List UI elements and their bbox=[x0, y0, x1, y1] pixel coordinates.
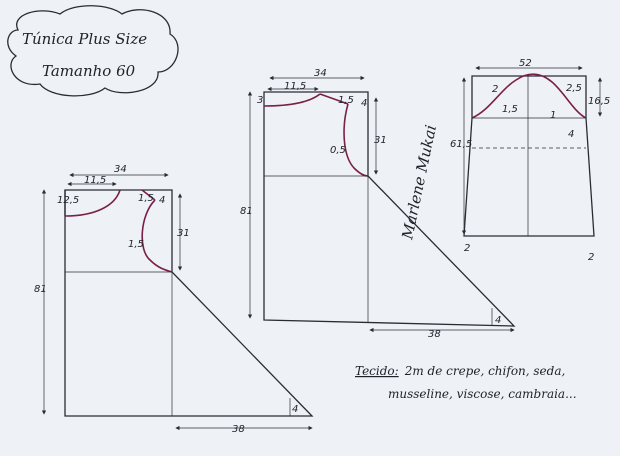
sleeve-cap-curve-label: 1,5 bbox=[502, 104, 518, 115]
fabric-line2: musseline, viscose, cambraia... bbox=[388, 387, 577, 401]
front-piece: 34 11,5 1,5 4 12,5 31 1,5 81 38 4 bbox=[34, 164, 314, 435]
sleeve-left-offset-label: 2 bbox=[492, 84, 498, 95]
sleeve-elbow-offset-label: 4 bbox=[568, 129, 574, 140]
back-armhole-curve bbox=[343, 103, 369, 177]
sleeve-cap-curve bbox=[471, 73, 587, 119]
front-armhole-depth-label: 31 bbox=[177, 228, 190, 239]
title-line2: Tamanho 60 bbox=[42, 62, 136, 80]
back-hem-label: 38 bbox=[428, 329, 441, 340]
back-neck-label: 11,5 bbox=[284, 81, 306, 92]
back-shoulder-label: 1,5 bbox=[338, 95, 354, 106]
front-neck-curve bbox=[64, 189, 121, 217]
front-shoulder-label: 1,5 bbox=[138, 193, 154, 204]
back-width-label: 34 bbox=[314, 68, 327, 79]
sleeve-bottom-left-label: 2 bbox=[464, 243, 470, 254]
title-line1: Túnica Plus Size bbox=[22, 30, 147, 48]
front-armhole-curve bbox=[141, 199, 173, 273]
back-neck-depth-label: 3 bbox=[257, 95, 263, 106]
front-length-label: 81 bbox=[34, 284, 47, 295]
title-cloud: Túnica Plus Size Tamanho 60 bbox=[7, 5, 179, 97]
sleeve-piece: 52 16,5 61,5 2 2,5 1,5 1 4 2 2 bbox=[450, 58, 610, 263]
front-neck-label: 11,5 bbox=[84, 175, 106, 186]
sleeve-right-curve-label: 1 bbox=[550, 110, 556, 121]
back-shoulder bbox=[319, 93, 349, 105]
back-armhole-depth-label: 31 bbox=[374, 135, 387, 146]
sleeve-cap-height-label: 16,5 bbox=[588, 96, 610, 107]
sleeve-bottom-right-label: 2 bbox=[588, 252, 594, 263]
front-shoulder bbox=[141, 189, 156, 201]
front-armhole-curve-label: 1,5 bbox=[128, 239, 144, 250]
front-hem-rise-label: 4 bbox=[292, 404, 298, 415]
front-shoulder-drop-label: 4 bbox=[159, 195, 165, 206]
sleeve-right-offset-label: 2,5 bbox=[566, 83, 582, 94]
sleeve-length-label: 61,5 bbox=[450, 139, 472, 150]
fabric-line1: 2m de crepe, chifon, seda, bbox=[404, 364, 566, 378]
front-width-label: 34 bbox=[114, 164, 127, 175]
front-neck-depth-label: 12,5 bbox=[57, 195, 79, 206]
fabric-label: Tecido: bbox=[355, 364, 399, 378]
front-hem-label: 38 bbox=[232, 424, 245, 435]
fabric-note: Tecido: 2m de crepe, chifon, seda, mussel… bbox=[355, 364, 577, 401]
signature: Marlene Mukai bbox=[398, 123, 440, 242]
sleeve-width-label: 52 bbox=[519, 58, 532, 69]
back-shoulder-drop-label: 4 bbox=[361, 98, 367, 109]
back-hem-rise-label: 4 bbox=[495, 315, 501, 326]
svg-text:Tecido:2m de crepe, chifon, s: Tecido: 2m de crepe, chifon, seda, bbox=[355, 364, 565, 378]
back-piece: 34 11,5 3 1,5 4 31 0,5 81 38 4 bbox=[240, 68, 516, 340]
back-armhole-curve-label: 0,5 bbox=[330, 145, 346, 156]
back-length-label: 81 bbox=[240, 206, 253, 217]
back-neck-curve bbox=[263, 93, 321, 107]
